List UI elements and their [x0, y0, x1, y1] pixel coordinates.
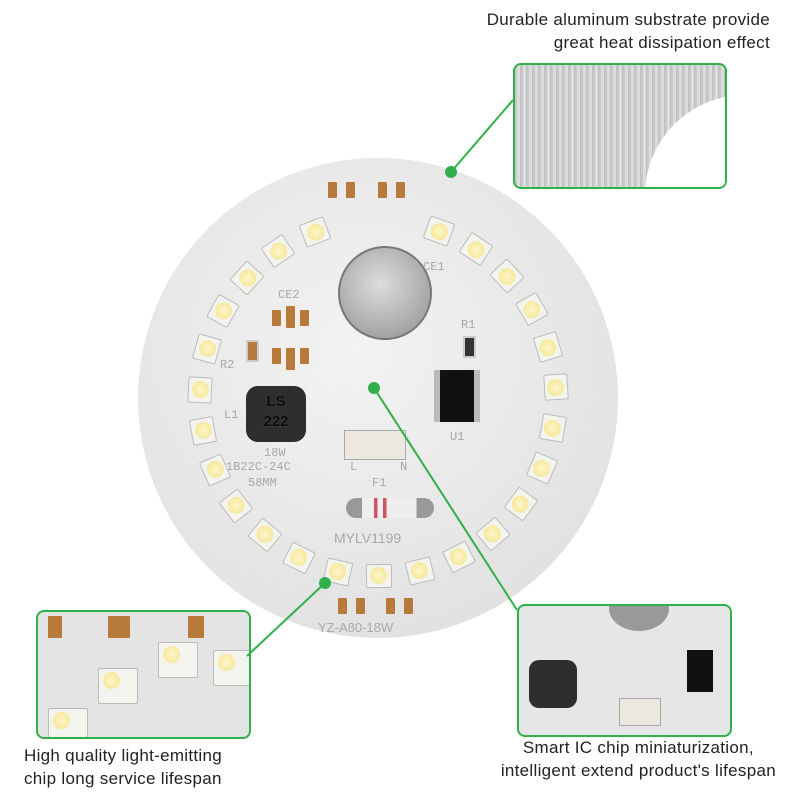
led-pcb-board: CE1 CE2 R1 R2 U1 LS 222 L1 18W 1B22C-24C…: [138, 158, 618, 638]
label-size: 58MM: [248, 476, 277, 490]
label-u1: U1: [450, 430, 465, 444]
terminal-block: [344, 430, 406, 460]
label-part: 1B22C-24C: [226, 460, 291, 474]
label-board-model: YZ-A80-18W: [318, 620, 394, 635]
caption-ic-chip: Smart IC chip miniaturization, intellige…: [500, 738, 776, 780]
ic-chip-u1: [434, 370, 480, 422]
label-f1: F1: [372, 476, 387, 490]
resistor-r2: [246, 340, 259, 362]
label-r1: R1: [461, 318, 476, 332]
zoom-led-chips: [36, 610, 251, 739]
fuse-f1: [346, 498, 434, 518]
label-l1: L1: [224, 408, 239, 422]
zoom-substrate: [513, 63, 727, 189]
label-ce1: CE1: [423, 260, 445, 274]
label-ce2: CE2: [278, 288, 300, 302]
label-model: MYLV1199: [334, 530, 402, 546]
capacitor-ce1: [338, 246, 432, 340]
label-power: 18W: [264, 446, 286, 460]
caption-substrate: Durable aluminum substrate provide great…: [486, 10, 770, 52]
label-r2: R2: [220, 358, 235, 372]
label-n: N: [400, 460, 408, 474]
inductor-l1: LS 222: [246, 386, 306, 442]
label-l: L: [350, 460, 358, 474]
zoom-ic-chip: [517, 604, 732, 737]
resistor-r1: [463, 336, 476, 358]
caption-led-chips: High quality light-emitting chip long se…: [24, 746, 223, 788]
